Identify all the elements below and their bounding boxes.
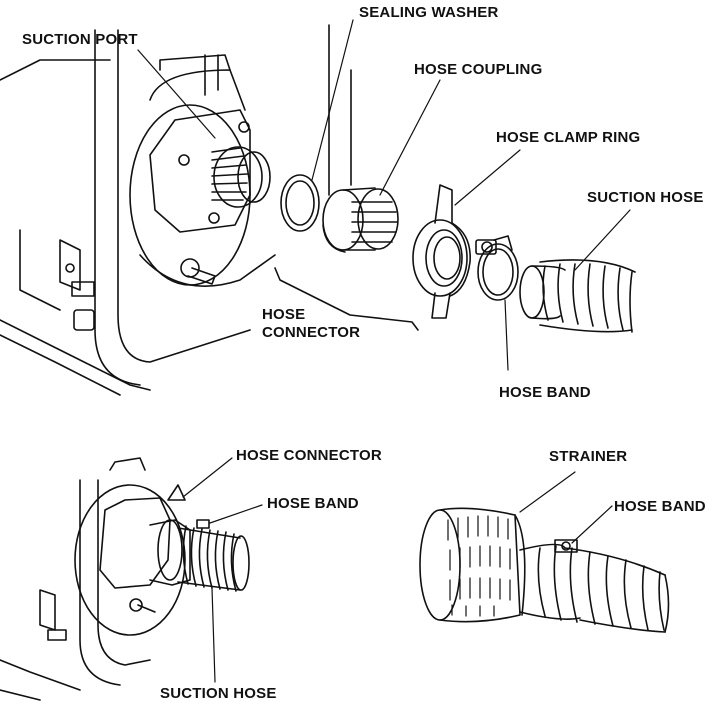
- label-hose-band-br: HOSE BAND: [614, 498, 706, 515]
- label-hose-band-bl: HOSE BAND: [267, 495, 359, 512]
- hose-coupling-part: [322, 187, 399, 253]
- suction-hose-bl: [177, 519, 250, 592]
- strainer-part: [419, 507, 526, 623]
- label-sealing-washer: SEALING WASHER: [359, 4, 499, 21]
- sealing-washer-part: [280, 174, 320, 232]
- label-strainer: STRAINER: [549, 448, 628, 465]
- label-hose-connector-line2: CONNECTOR: [262, 324, 361, 341]
- label-hose-coupling: HOSE COUPLING: [414, 61, 543, 78]
- suction-hose-part: [519, 259, 636, 333]
- label-suction-port: SUCTION PORT: [22, 31, 138, 48]
- suction-hose-br: [519, 539, 670, 633]
- pump-body-top: [0, 29, 276, 396]
- label-hose-connector-bl: HOSE CONNECTOR: [236, 447, 382, 464]
- hose-band-part: [475, 235, 519, 301]
- pump-assembled-bl: [0, 457, 191, 701]
- hose-connector-bracket: [274, 267, 419, 331]
- label-hose-connector-line1: HOSE: [262, 306, 306, 323]
- label-hose-clamp-ring: HOSE CLAMP RING: [496, 129, 641, 146]
- label-suction-hose-bl: SUCTION HOSE: [160, 685, 277, 702]
- label-hose-band-top: HOSE BAND: [499, 384, 591, 401]
- leader-lines-top: [137, 19, 631, 371]
- hose-clamp-ring-part: [412, 184, 471, 319]
- leader-lines-br: [519, 471, 613, 544]
- background-posts: [328, 24, 352, 196]
- leader-lines-bl: [182, 457, 263, 683]
- label-suction-hose-top: SUCTION HOSE: [587, 189, 704, 206]
